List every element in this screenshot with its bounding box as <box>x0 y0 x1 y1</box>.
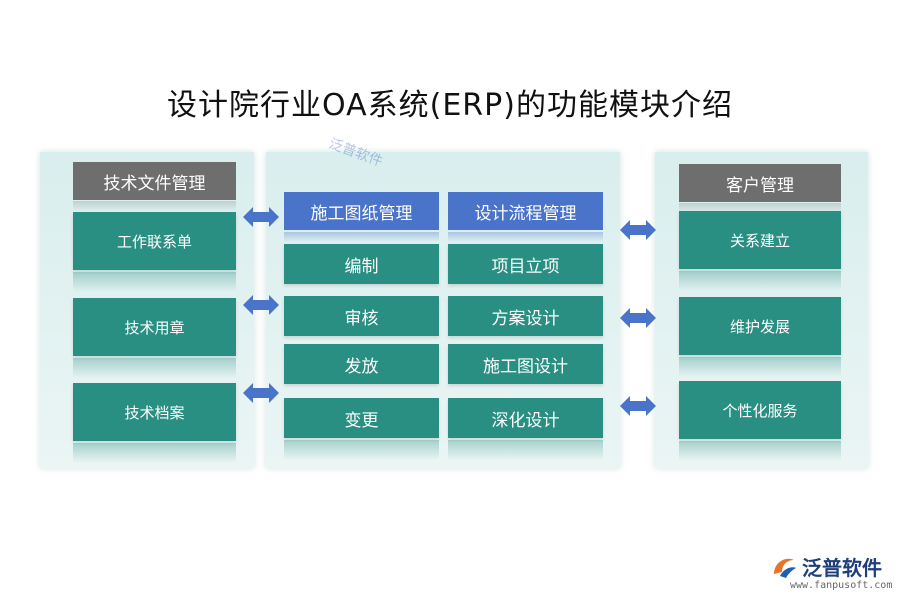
left-item-2-reflection <box>73 358 236 378</box>
middle-col1-item-4[interactable]: 变更 <box>284 398 439 438</box>
left-header-reflection <box>73 201 236 211</box>
right-item-2-reflection <box>679 357 841 377</box>
double-arrow-icon <box>243 295 279 315</box>
right-header-reflection <box>679 203 841 213</box>
left-item-3[interactable]: 技术档案 <box>73 383 236 441</box>
right-item-2[interactable]: 维护发展 <box>679 297 841 355</box>
logo-name: 泛普软件 <box>802 556 882 580</box>
double-arrow-icon <box>620 396 656 416</box>
middle-col2-item-4[interactable]: 深化设计 <box>448 398 603 438</box>
right-item-1[interactable]: 关系建立 <box>679 211 841 269</box>
double-arrow-icon <box>620 308 656 328</box>
middle-col2-item-2[interactable]: 方案设计 <box>448 296 603 336</box>
left-header: 技术文件管理 <box>73 162 236 200</box>
right-item-1-reflection <box>679 271 841 291</box>
right-item-3[interactable]: 个性化服务 <box>679 381 841 439</box>
middle-col1-item-4-reflection <box>284 440 439 460</box>
middle-col2-header: 设计流程管理 <box>448 192 603 230</box>
logo-icon <box>774 558 796 578</box>
middle-col1-item-1[interactable]: 编制 <box>284 244 439 284</box>
left-item-1-reflection <box>73 272 236 292</box>
left-item-3-reflection <box>73 443 236 463</box>
logo-url: www.fanpusoft.com <box>790 580 893 591</box>
double-arrow-icon <box>243 207 279 227</box>
middle-col2-item-4-reflection <box>448 440 603 460</box>
right-item-3-reflection <box>679 441 841 461</box>
middle-col1-item-3[interactable]: 发放 <box>284 344 439 384</box>
right-header: 客户管理 <box>679 164 841 202</box>
middle-col2-item-3[interactable]: 施工图设计 <box>448 344 603 384</box>
left-item-2[interactable]: 技术用章 <box>73 298 236 356</box>
middle-col2-header-reflection <box>448 232 603 242</box>
middle-col1-item-2[interactable]: 审核 <box>284 296 439 336</box>
middle-col2-item-1[interactable]: 项目立项 <box>448 244 603 284</box>
page-title: 设计院行业OA系统(ERP)的功能模块介绍 <box>167 88 733 123</box>
double-arrow-icon <box>243 383 279 403</box>
middle-col1-header-reflection <box>284 232 439 242</box>
double-arrow-icon <box>620 220 656 240</box>
brand-logo: 泛普软件 <box>770 552 882 581</box>
left-item-1[interactable]: 工作联系单 <box>73 212 236 270</box>
middle-col1-header: 施工图纸管理 <box>284 192 439 230</box>
